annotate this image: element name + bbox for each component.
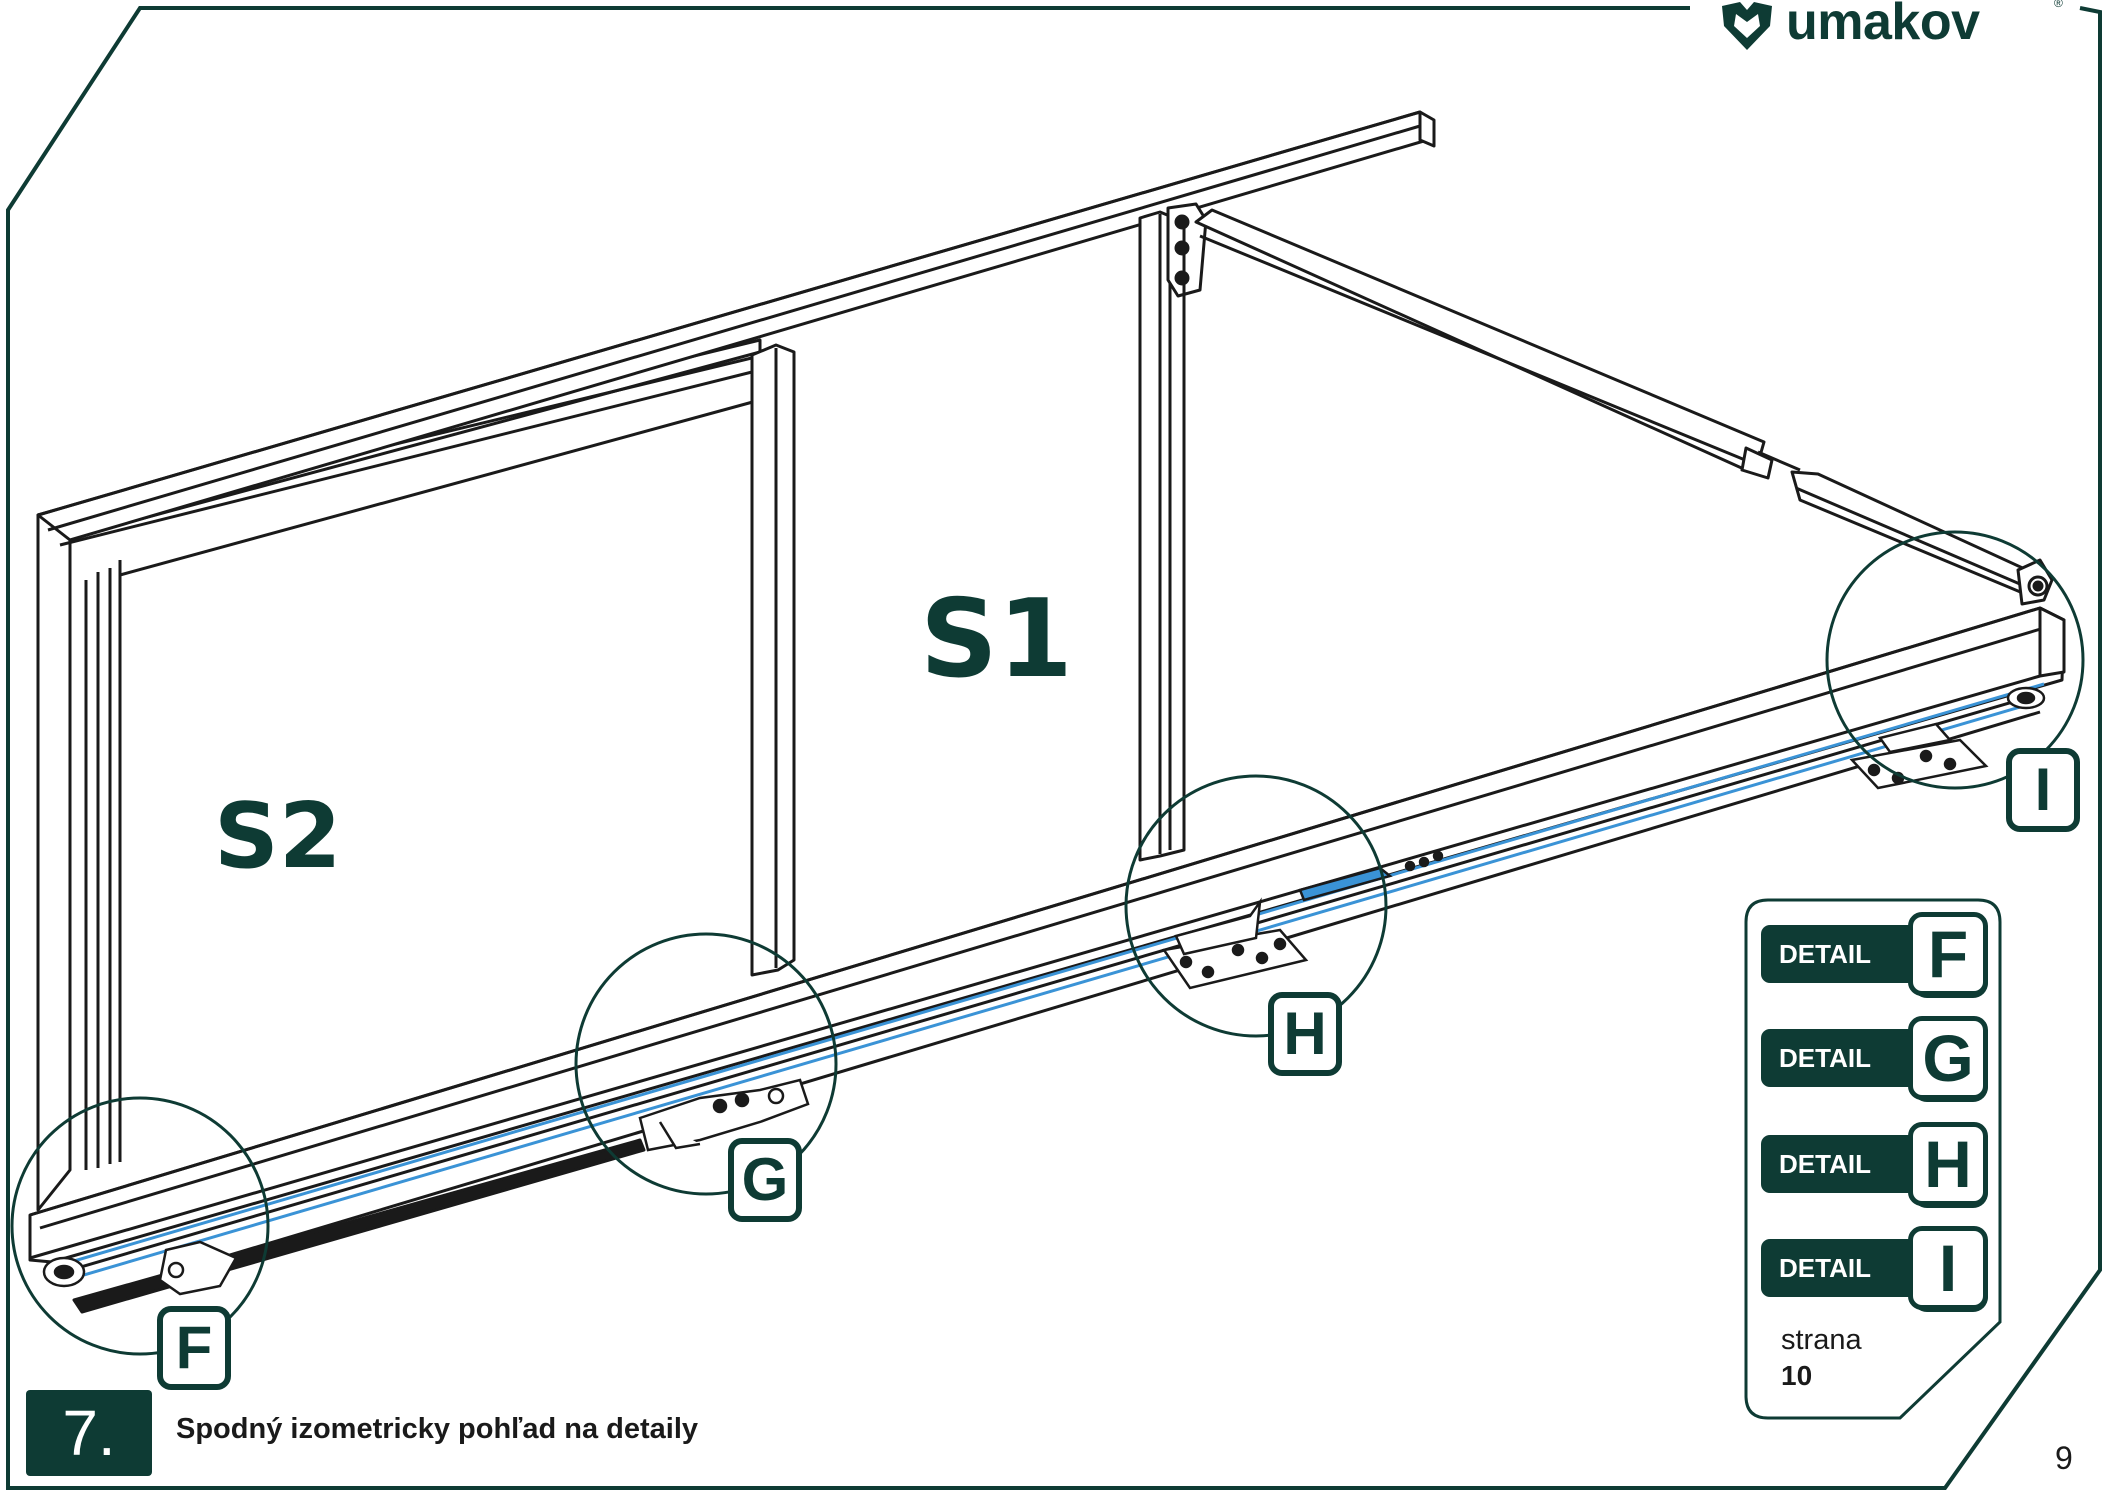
hardware-parts [42,686,2046,1296]
detail-panel-border [1744,898,2002,1420]
page-frame [6,6,2102,1490]
detail-circle-h [1124,774,1388,1038]
detail-label: DETAIL [1761,1239,1921,1297]
brand-name: umakov [1786,0,1980,51]
callout-f: F [157,1306,231,1390]
detail-circle-g [574,932,838,1196]
callout-g: G [728,1138,802,1222]
detail-letter: H [1908,1122,1988,1206]
detail-item-i: DETAIL I [1761,1226,1991,1312]
detail-circle-i [1825,530,2085,790]
umakov-shield-logo-icon [1722,2,1772,50]
detail-label: DETAIL [1761,925,1921,983]
page-ref-label: strana [1781,1324,1862,1356]
detail-label: DETAIL [1761,1029,1921,1087]
sliding-door-frame [28,110,2066,1314]
detail-legend: DETAIL F DETAIL G DETAIL H DETAIL I stra… [1745,900,1997,1420]
detail-item-g: DETAIL G [1761,1016,1991,1102]
detail-letter: I [1908,1226,1988,1310]
panel-label-s1: S1 [920,577,1073,702]
detail-letter: F [1908,912,1988,996]
detail-item-f: DETAIL F [1761,912,1991,998]
brand-registered-mark: ® [2054,0,2063,10]
detail-label: DETAIL [1761,1135,1921,1193]
callout-h: H [1268,992,1342,1076]
brand-logo: umakov ® [1716,0,2076,56]
detail-circles [10,530,2085,1356]
guide-rails [49,682,2045,1284]
callout-i: I [2006,748,2080,832]
step-caption: Spodný izometricky pohľad na detaily [176,1413,698,1445]
detail-item-h: DETAIL H [1761,1122,1991,1208]
detail-letter: G [1908,1016,1988,1100]
page-ref-number: 10 [1781,1360,1813,1391]
page-number: 9 [2055,1440,2073,1476]
panel-label-s2: S2 [214,784,342,889]
detail-circle-f [10,1096,270,1356]
step-number-badge: 7. [26,1390,152,1476]
